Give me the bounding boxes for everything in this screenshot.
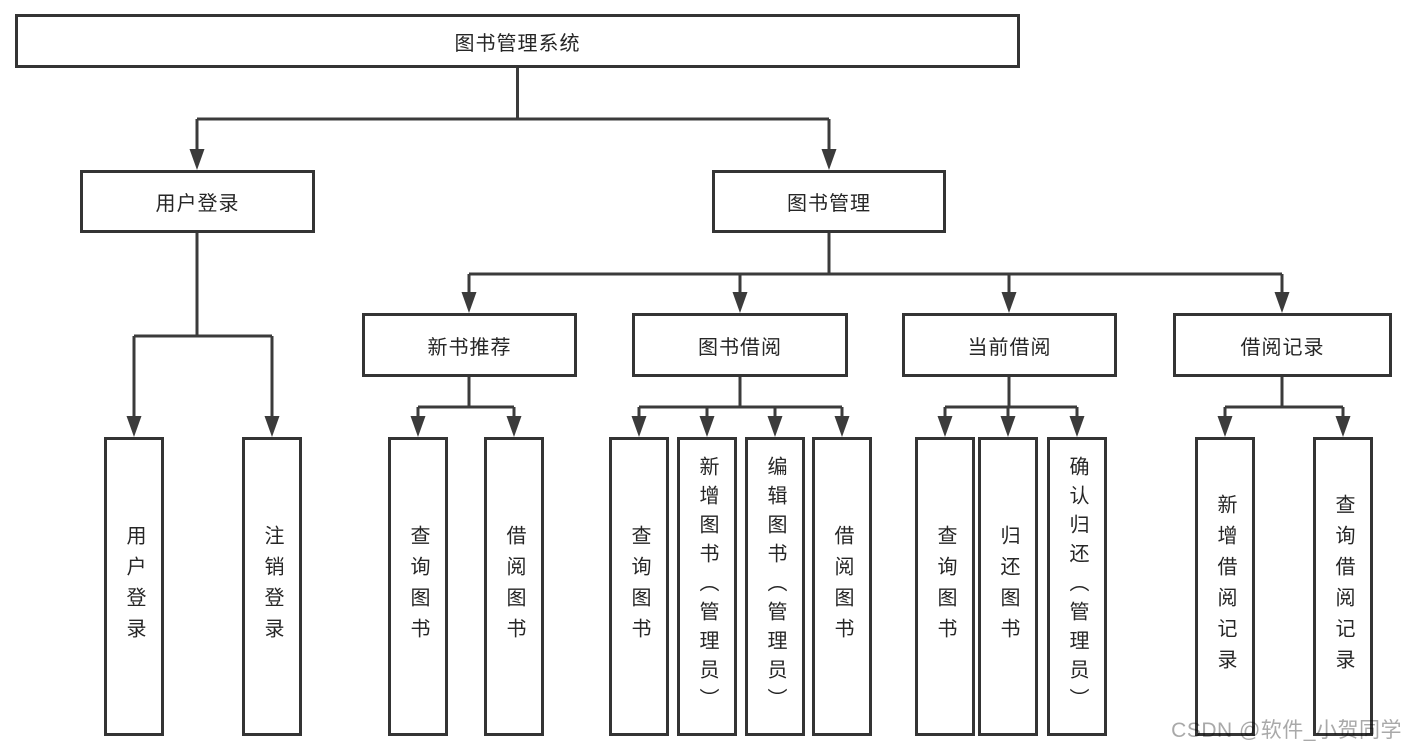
leaf-query-borrow-record-label: 查询借阅记录 <box>1332 493 1354 680</box>
connector-borrowing-records-to-leaves <box>1217 377 1351 437</box>
node-book-borrowing-label: 图书借阅 <box>698 336 782 359</box>
node-new-book-recommend: 新书推荐 <box>362 313 577 377</box>
leaf-confirm-return-admin: 确认归还（管理员） <box>1047 437 1107 736</box>
node-root-label: 图书管理系统 <box>454 32 581 55</box>
node-current-borrowing-label: 当前借阅 <box>967 336 1052 359</box>
leaf-query-books-current: 查询图书 <box>915 437 975 736</box>
arrowhead <box>410 416 426 437</box>
arrowhead <box>126 416 142 437</box>
node-new-book-recommend-label: 新书推荐 <box>427 336 512 359</box>
leaf-return-books: 归还图书 <box>978 437 1038 736</box>
arrowhead <box>834 416 850 437</box>
leaf-logout-login-label: 注销登录 <box>261 524 283 649</box>
node-current-borrowing: 当前借阅 <box>902 313 1117 377</box>
leaf-borrow-books-recommend-label: 借阅图书 <box>503 524 525 649</box>
leaf-borrow-books-recommend: 借阅图书 <box>484 437 544 736</box>
arrowhead <box>1001 292 1017 313</box>
connector-book-management-to-level3 <box>461 233 1290 313</box>
arrowhead <box>1335 416 1351 437</box>
leaf-query-books-borrowing: 查询图书 <box>609 437 669 736</box>
connector-new-book-recommend-to-leaves <box>410 377 522 437</box>
leaf-edit-books-admin-label: 编辑图书（管理员） <box>764 456 786 717</box>
leaf-query-books-recommend: 查询图书 <box>388 437 448 736</box>
leaf-query-books-recommend-label: 查询图书 <box>407 524 429 649</box>
connector-book-borrowing-to-leaves <box>631 377 850 437</box>
arrowhead <box>631 416 647 437</box>
arrowhead <box>699 416 715 437</box>
connector-current-borrowing-to-leaves <box>937 377 1085 437</box>
leaf-return-books-label: 归还图书 <box>997 524 1019 649</box>
arrowhead <box>461 292 477 313</box>
node-book-management: 图书管理 <box>712 170 946 233</box>
leaf-borrow-books-borrowing: 借阅图书 <box>812 437 872 736</box>
node-user-login-label: 用户登录 <box>155 193 240 215</box>
arrowhead <box>1069 416 1085 437</box>
node-user-login: 用户登录 <box>80 170 315 233</box>
leaf-edit-books-admin: 编辑图书（管理员） <box>745 437 805 736</box>
leaf-user-login-label: 用户登录 <box>123 524 145 649</box>
leaf-add-borrow-record: 新增借阅记录 <box>1195 437 1255 736</box>
arrowhead <box>1274 292 1290 313</box>
node-borrowing-records: 借阅记录 <box>1173 313 1392 377</box>
leaf-confirm-return-admin-label: 确认归还（管理员） <box>1066 456 1088 717</box>
arrowhead <box>821 149 837 170</box>
arrowhead <box>264 416 280 437</box>
leaf-user-login: 用户登录 <box>104 437 164 736</box>
node-book-management-label: 图书管理 <box>787 193 871 215</box>
leaf-borrow-books-borrowing-label: 借阅图书 <box>831 524 853 649</box>
leaf-add-books-admin: 新增图书（管理员） <box>677 437 737 736</box>
leaf-logout-login: 注销登录 <box>242 437 302 736</box>
arrowhead <box>1217 416 1233 437</box>
arrowhead <box>767 416 783 437</box>
arrowhead <box>1000 416 1016 437</box>
node-borrowing-records-label: 借阅记录 <box>1240 336 1325 359</box>
leaf-query-books-current-label: 查询图书 <box>934 524 956 649</box>
arrowhead <box>189 149 205 170</box>
arrowhead <box>732 292 748 313</box>
leaf-add-books-admin-label: 新增图书（管理员） <box>696 456 718 717</box>
node-root: 图书管理系统 <box>15 14 1020 68</box>
connector-root-to-level2 <box>189 68 837 170</box>
leaf-add-borrow-record-label: 新增借阅记录 <box>1214 493 1236 680</box>
arrowhead <box>937 416 953 437</box>
arrowhead <box>506 416 522 437</box>
node-book-borrowing: 图书借阅 <box>632 313 848 377</box>
leaf-query-borrow-record: 查询借阅记录 <box>1313 437 1373 736</box>
leaf-query-books-borrowing-label: 查询图书 <box>628 524 650 649</box>
csdn-watermark: CSDN @软件_小贺同学 <box>1171 719 1402 742</box>
connector-user-login-to-leaves <box>126 233 280 437</box>
